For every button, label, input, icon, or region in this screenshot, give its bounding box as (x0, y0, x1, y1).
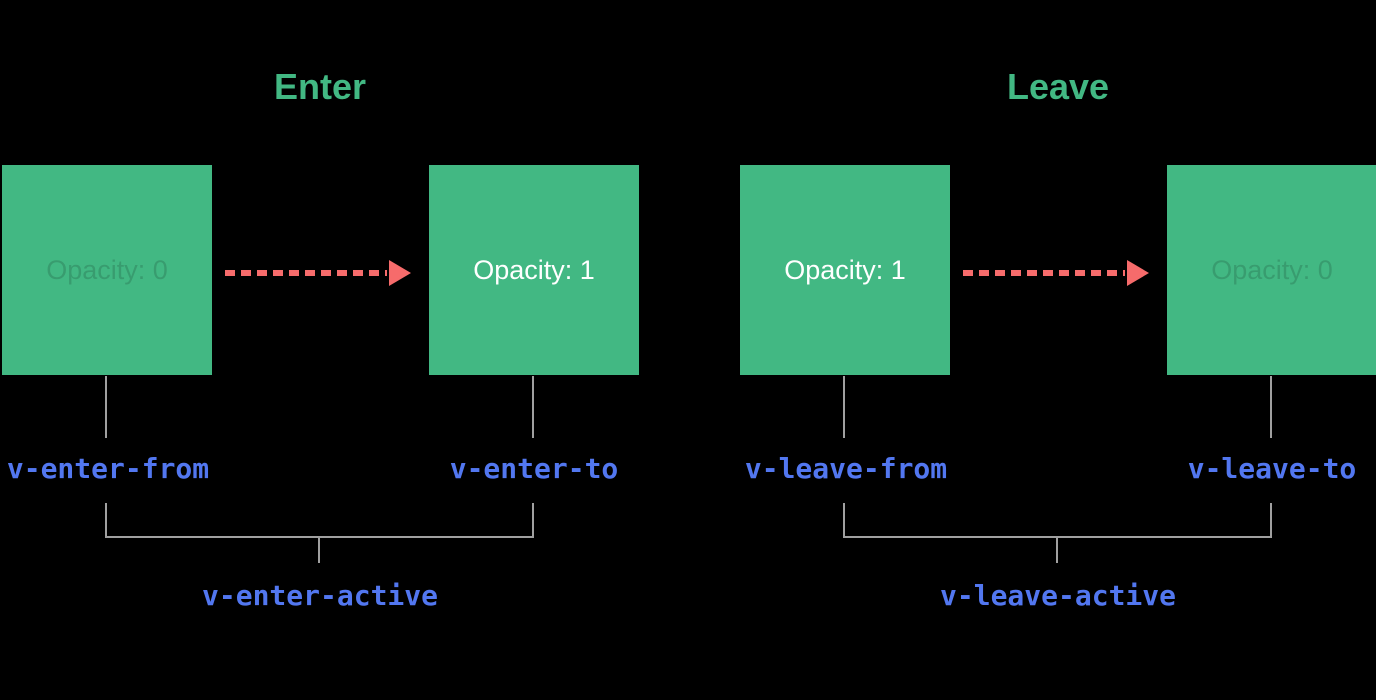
leave-transition-arrow-icon (963, 260, 1149, 286)
leave-to-connector-line (1270, 376, 1272, 438)
enter-bracket-right-stem (532, 503, 534, 538)
enter-phase-title: Enter (273, 66, 367, 107)
enter-to-connector-line (532, 376, 534, 438)
enter-bracket-left-stem (105, 503, 107, 538)
leave-bracket-right-stem (1270, 503, 1272, 538)
enter-bracket-tick (318, 536, 320, 563)
arrow-head-icon (389, 260, 411, 286)
arrow-head-icon (1127, 260, 1149, 286)
leave-phase-group: Leave Opacity: 1 Opacity: 0 v-leave-from… (738, 0, 1376, 700)
leave-from-connector-line (843, 376, 845, 438)
enter-from-connector-line (105, 376, 107, 438)
leave-to-class-label: v-leave-to (1187, 452, 1357, 485)
dashed-line (963, 270, 1125, 276)
enter-transition-arrow-icon (225, 260, 411, 286)
enter-phase-group: Enter Opacity: 0 Opacity: 1 v-enter-from… (0, 0, 640, 700)
enter-to-opacity-label: Opacity: 1 (473, 255, 595, 285)
leave-from-class-label: v-leave-from (744, 452, 948, 485)
enter-to-state-box: Opacity: 1 (429, 165, 639, 375)
leave-from-state-box: Opacity: 1 (740, 165, 950, 375)
enter-active-class-label: v-enter-active (201, 579, 439, 612)
leave-phase-title: Leave (1006, 66, 1110, 107)
leave-bracket-tick (1056, 536, 1058, 563)
leave-active-class-label: v-leave-active (939, 579, 1177, 612)
leave-bracket-left-stem (843, 503, 845, 538)
dashed-line (225, 270, 387, 276)
enter-to-class-label: v-enter-to (449, 452, 619, 485)
enter-from-state-box: Opacity: 0 (2, 165, 212, 375)
enter-from-opacity-label: Opacity: 0 (46, 255, 168, 285)
enter-from-class-label: v-enter-from (6, 452, 210, 485)
leave-to-opacity-label: Opacity: 0 (1211, 255, 1333, 285)
leave-from-opacity-label: Opacity: 1 (784, 255, 906, 285)
leave-to-state-box: Opacity: 0 (1167, 165, 1376, 375)
